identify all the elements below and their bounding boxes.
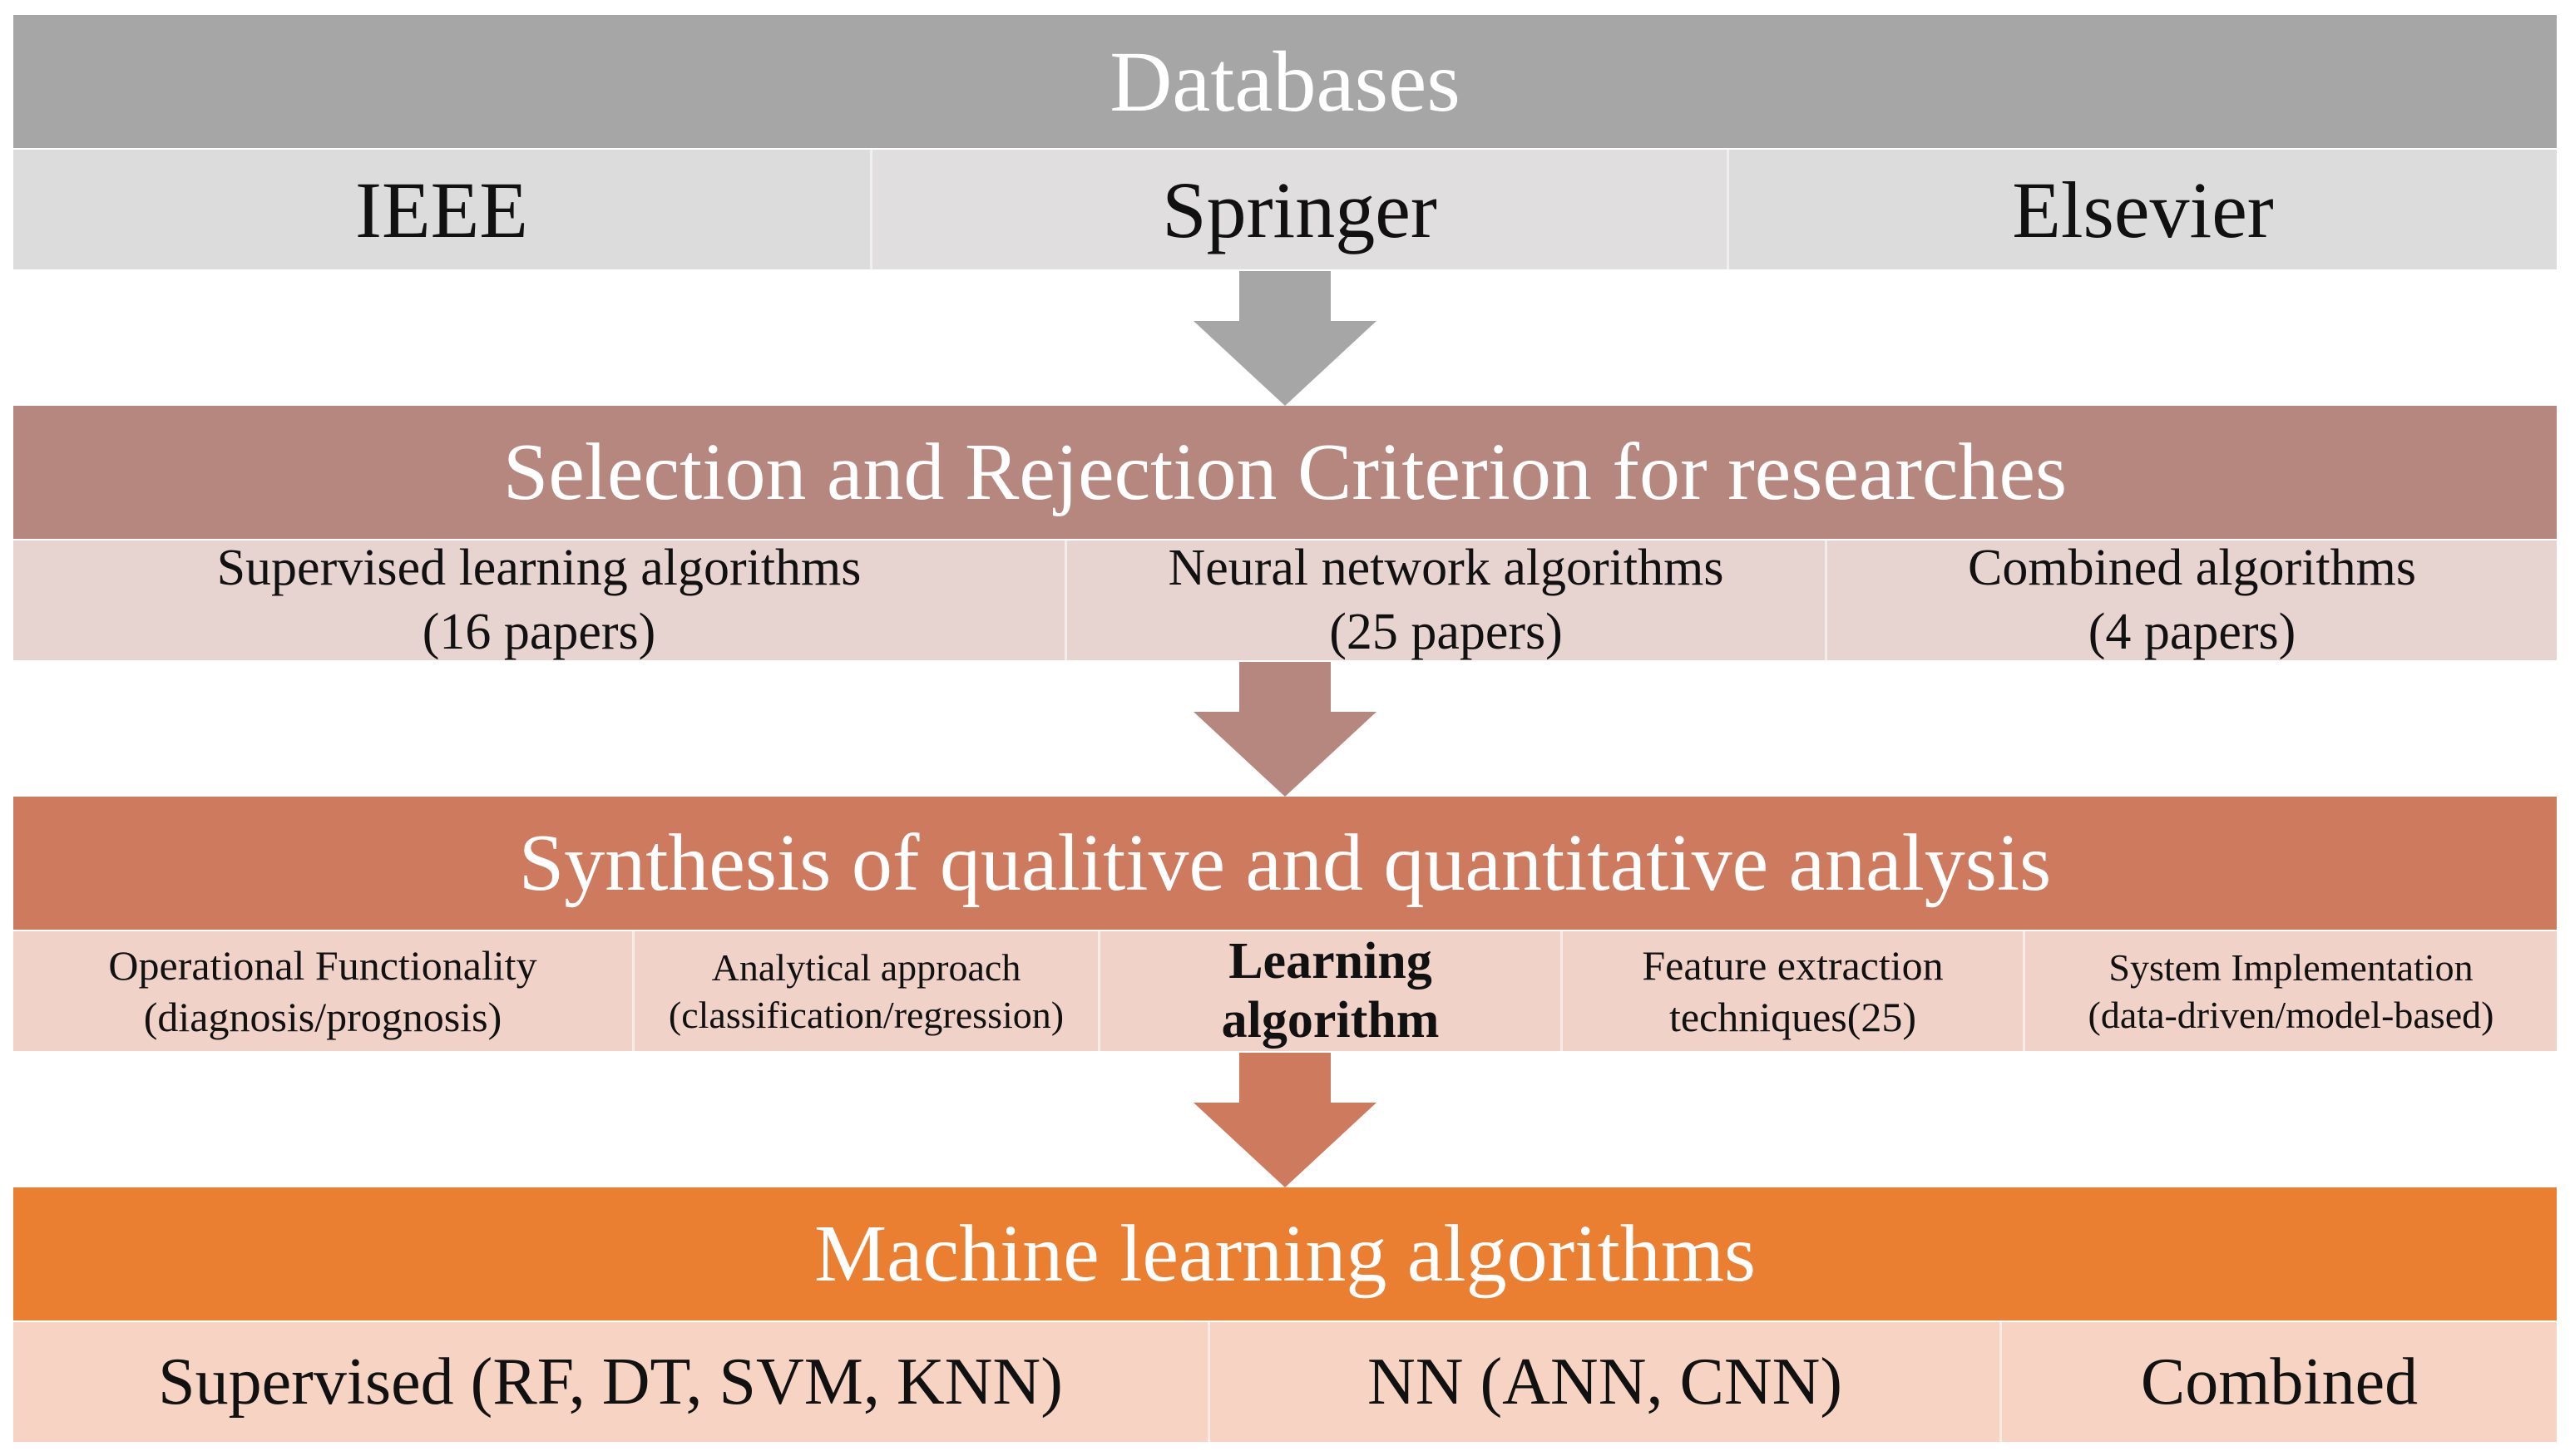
selection-neural: Neural network algorithms (25 papers) (1065, 540, 1825, 660)
selection-header: Selection and Rejection Criterion for re… (13, 406, 2557, 539)
ml-nn: NN (ANN, CNN) (1208, 1322, 1999, 1442)
synthesis-system-line2: (data-driven/model-based) (2088, 994, 2494, 1036)
ml-header: Machine learning algorithms (13, 1187, 2557, 1320)
synthesis-analytical-line2: (classification/regression) (668, 994, 1065, 1036)
synthesis-system: System Implementation (data-driven/model… (2023, 931, 2557, 1051)
selection-title: Selection and Rejection Criterion for re… (502, 427, 2068, 517)
synthesis-learning-line2: algorithm (1221, 992, 1440, 1049)
ml-title: Machine learning algorithms (813, 1209, 1757, 1299)
databases-header: Databases (13, 15, 2557, 148)
selection-supervised-count: (16 papers) (422, 604, 656, 660)
arrow-down-icon (1194, 271, 1376, 406)
arrow-down-icon (1194, 662, 1376, 797)
synthesis-learning-line1: Learning (1228, 932, 1432, 990)
arrow-down-icon (1194, 1053, 1376, 1187)
selection-supervised: Supervised learning algorithms (16 paper… (13, 540, 1065, 661)
selection-supervised-label: Supervised learning algorithms (216, 539, 862, 596)
synthesis-feature: Feature extraction techniques(25) (1560, 931, 2023, 1051)
database-springer: Springer (870, 150, 1727, 269)
selection-combined: Combined algorithms (4 papers) (1825, 540, 2557, 660)
synthesis-operational-line2: (diagnosis/prognosis) (143, 994, 502, 1040)
selection-row: Supervised learning algorithms (16 paper… (13, 540, 2557, 660)
synthesis-analytical-line1: Analytical approach (711, 945, 1021, 989)
synthesis-learning: Learning algorithm (1098, 931, 1560, 1051)
selection-combined-count: (4 papers) (2088, 604, 2296, 660)
ml-supervised: Supervised (RF, DT, SVM, KNN) (158, 1345, 1063, 1419)
synthesis-feature-line2: techniques(25) (1668, 994, 1917, 1040)
selection-combined-label: Combined algorithms (1967, 539, 2417, 596)
synthesis-operational-line1: Operational Functionality (108, 941, 537, 989)
synthesis-title: Synthesis of qualitive and quantitative … (518, 818, 2052, 908)
databases-row: IEEE Springer Elsevier (13, 150, 2557, 269)
synthesis-analytical: Analytical approach (classification/regr… (632, 931, 1098, 1051)
selection-neural-count: (25 papers) (1329, 604, 1563, 660)
database-elsevier: Elsevier (1727, 150, 2557, 269)
synthesis-system-line1: System Implementation (2108, 945, 2474, 989)
synthesis-header: Synthesis of qualitive and quantitative … (13, 797, 2557, 930)
databases-title: Databases (1110, 33, 1460, 130)
ml-row: Supervised (RF, DT, SVM, KNN) NN (ANN, C… (13, 1322, 2557, 1442)
synthesis-row: Operational Functionality (diagnosis/pro… (13, 931, 2557, 1051)
synthesis-feature-line1: Feature extraction (1642, 941, 1944, 989)
synthesis-operational: Operational Functionality (diagnosis/pro… (13, 931, 632, 1051)
ml-combined: Combined (1999, 1322, 2557, 1442)
database-ieee: IEEE (355, 165, 528, 254)
selection-neural-label: Neural network algorithms (1168, 539, 1724, 596)
